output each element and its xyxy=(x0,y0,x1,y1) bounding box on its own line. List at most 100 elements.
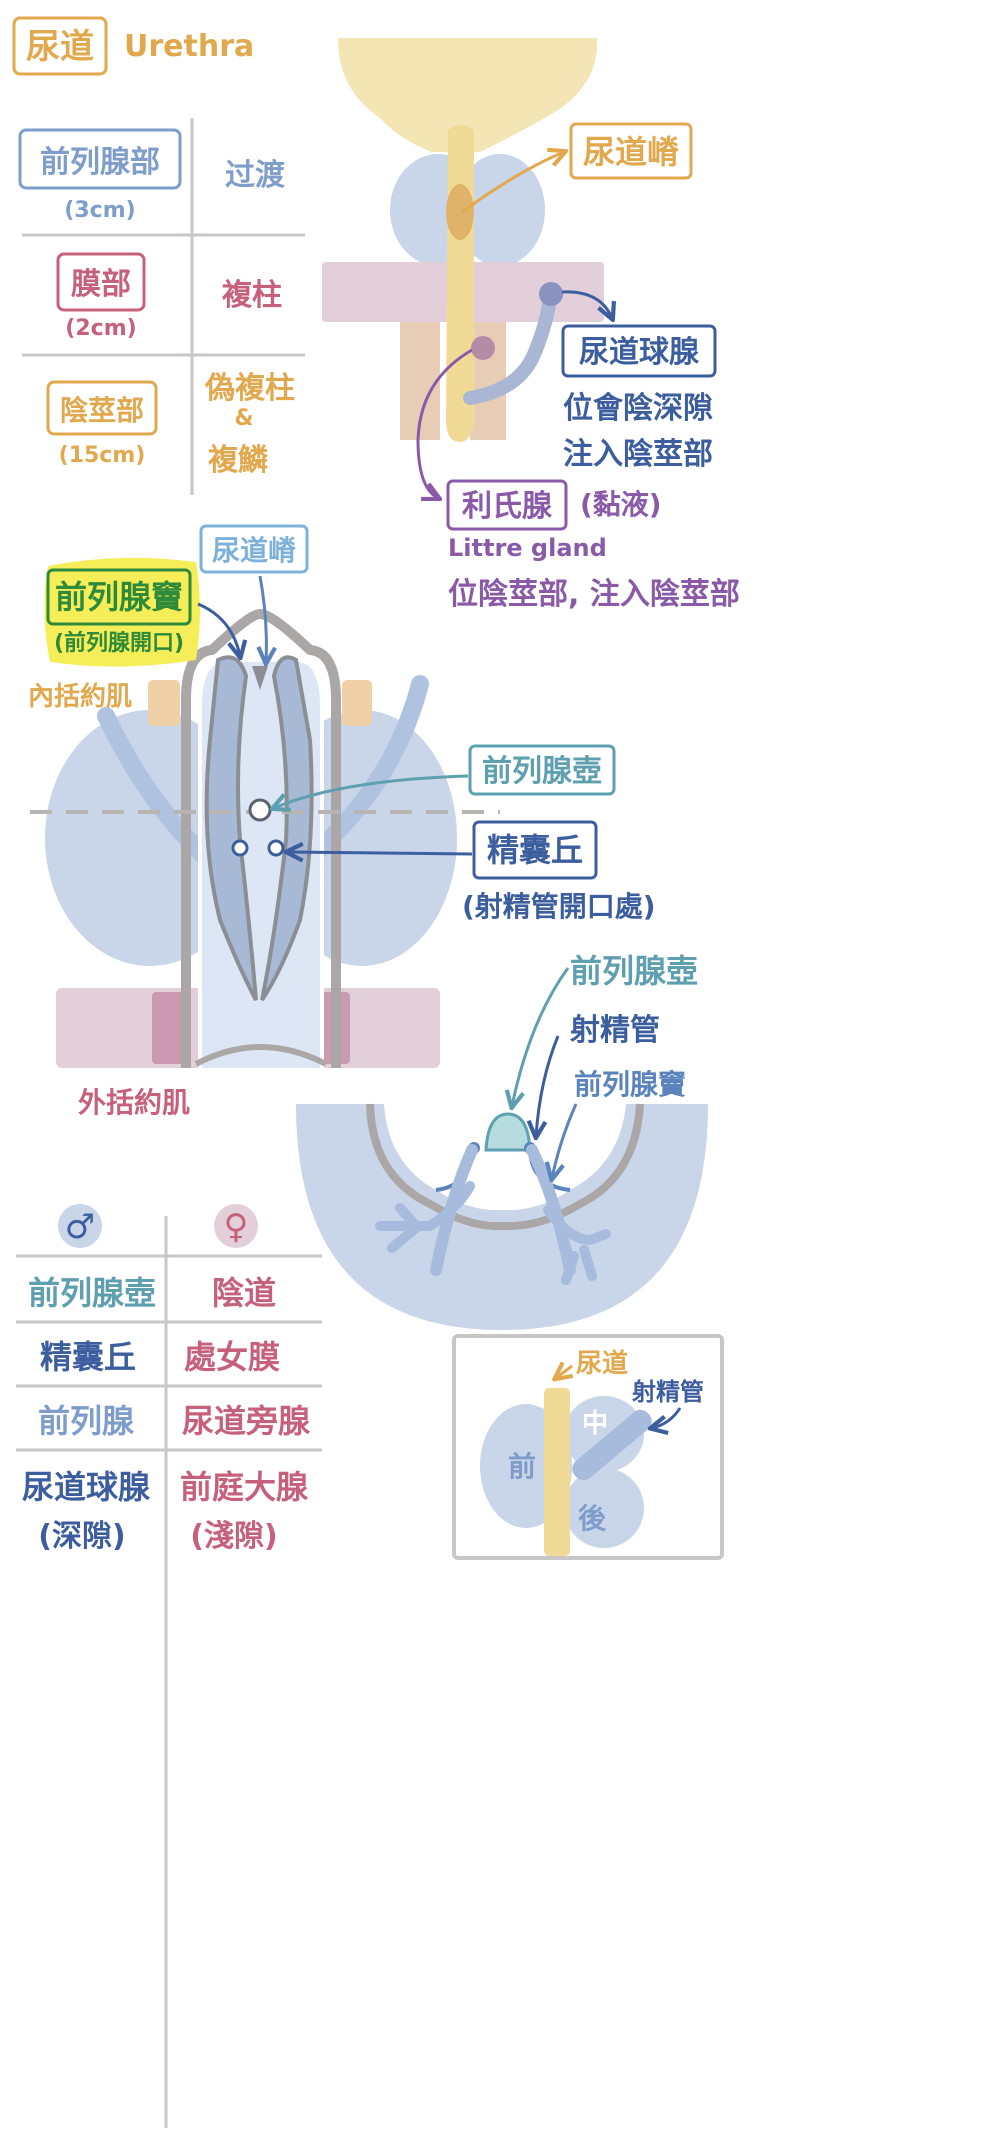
utricle-opening xyxy=(248,798,272,822)
female-row-4b: (淺隙) xyxy=(190,1519,277,1554)
sinus-highlight xyxy=(44,557,200,667)
male-symbol: ♂ xyxy=(65,1207,95,1247)
internal-sphincter-right xyxy=(342,680,372,726)
bulbourethral-gland-dot xyxy=(539,282,563,306)
female-row-2: 處女膜 xyxy=(184,1338,280,1376)
membranous-length: (2cm) xyxy=(65,316,136,341)
external-sphincter-left-dark xyxy=(152,992,186,1064)
utricle-label: 前列腺壺 xyxy=(482,754,602,789)
colliculus-arrow xyxy=(288,852,473,854)
ridge-right xyxy=(260,655,314,1002)
male-row-4b: (深隙) xyxy=(38,1519,125,1554)
cross-urethra-outer xyxy=(366,1103,644,1231)
internal-sphincter-left xyxy=(148,680,180,726)
littre-gland-dot xyxy=(471,336,495,360)
lobes-urethra-label: 尿道 xyxy=(576,1348,628,1379)
lobe-anterior-label: 前 xyxy=(508,1450,536,1483)
littre-desc: 位陰莖部, 注入陰莖部 xyxy=(448,577,740,612)
utricle-box xyxy=(468,744,616,796)
external-sphincter-label: 外括約肌 xyxy=(78,1086,190,1119)
male-row-3: 前列腺 xyxy=(38,1402,135,1440)
title-box xyxy=(12,16,108,76)
lobes-frame xyxy=(452,1334,724,1560)
spongy-length: (15cm) xyxy=(59,443,146,468)
lobes-ejaculatory-label: 射精管 xyxy=(631,1378,704,1406)
cross-sinus-arrow xyxy=(552,1103,578,1178)
female-row-4a: 前庭大腺 xyxy=(180,1468,309,1506)
cross-utricle-arrow xyxy=(512,967,570,1106)
spongy-epithelium-1: 偽複柱 xyxy=(204,371,295,406)
sections-table: 前列腺部 (3cm) 过渡 膜部 (2cm) 複柱 陰莖部 (15cm) 偽複柱… xyxy=(18,118,305,495)
lobe-posterior-label: 後 xyxy=(578,1502,607,1535)
bulbo-arrow xyxy=(561,290,612,318)
cross-utricle-label: 前列腺壺 xyxy=(570,952,698,990)
membranous-box xyxy=(56,252,146,312)
female-row-3: 尿道旁腺 xyxy=(182,1402,311,1440)
utricle-arrow xyxy=(274,774,469,808)
colliculus-label: 精囊丘 xyxy=(487,831,583,869)
littre-label: 利氏腺 xyxy=(462,489,553,524)
lobe-middle-label: 中 xyxy=(582,1409,608,1439)
bulbo-desc-1: 位會陰深隙 xyxy=(563,391,713,426)
sinus-arrow xyxy=(197,602,240,656)
bulbo-label: 尿道球腺 xyxy=(579,335,700,370)
littre-box xyxy=(446,479,568,531)
lobe-posterior xyxy=(564,1468,644,1548)
lobe-middle xyxy=(564,1396,644,1472)
ridge-left xyxy=(204,655,258,1001)
bladder-shape xyxy=(338,38,598,152)
crest-arrow xyxy=(461,152,564,214)
spongy-part-label: 陰莖部 xyxy=(60,394,144,427)
littre-note: (黏液) xyxy=(580,488,662,521)
title: 尿道 Urethra xyxy=(12,16,254,76)
comparison-table: ♂ ♀ 前列腺壺 陰道 精囊丘 處女膜 前列腺 尿道旁腺 尿道球腺 (深隙) 前… xyxy=(16,1204,322,2128)
urethral-floor xyxy=(194,1044,328,1067)
lobes-urethra-arrow xyxy=(556,1366,572,1378)
internal-sphincter-label: 內括約肌 xyxy=(28,681,132,712)
colliculus-sub: (射精管開口處) xyxy=(462,890,656,923)
mid-crest-box xyxy=(199,524,309,574)
prostate-lobes-box: 尿道 射精管 前 中 後 xyxy=(452,1334,724,1560)
colliculus-box xyxy=(472,820,598,880)
sinus-label: 前列腺竇 xyxy=(55,578,183,616)
littre-arrow xyxy=(416,348,473,498)
gland-tree-right xyxy=(543,1205,611,1285)
crest-label: 尿道嵴 xyxy=(583,133,680,171)
female-symbol-bg xyxy=(214,1204,258,1248)
spongy-epithelium-2: & xyxy=(234,406,253,431)
female-symbol: ♀ xyxy=(224,1207,249,1247)
prostatic-part-label: 前列腺部 xyxy=(40,145,160,180)
bulbo-desc-2: 注入陰莖部 xyxy=(563,437,713,472)
lobes-ejaculatory-duct xyxy=(572,1409,652,1481)
bulbo-box xyxy=(561,324,717,378)
male-row-1: 前列腺壺 xyxy=(28,1274,156,1312)
lobes-ejaculatory-arrow xyxy=(652,1407,682,1428)
prostatic-length: (3cm) xyxy=(64,198,135,223)
cross-section-diagram: 前列腺壺 射精管 前列腺竇 xyxy=(296,952,708,1330)
urethral-crest-spot xyxy=(446,184,474,240)
lobes-urethra xyxy=(544,1388,570,1556)
ejaculatory-opening-right xyxy=(267,839,285,857)
top-urethra-diagram: 尿道嵴 尿道球腺 位會陰深隙 注入陰莖部 利氏腺 (黏液) Littre gla… xyxy=(322,38,740,612)
cross-ejaculatory-label: 射精管 xyxy=(570,1013,660,1048)
title-chinese: 尿道 xyxy=(26,27,94,67)
male-row-2: 精囊丘 xyxy=(40,1338,136,1376)
membranous-epithelium: 複柱 xyxy=(222,278,282,313)
prostate-right xyxy=(455,154,545,266)
male-symbol-bg xyxy=(58,1204,102,1248)
gland-tree-left xyxy=(375,1181,475,1253)
spongy-box xyxy=(46,380,158,436)
crest-wedge xyxy=(252,666,268,690)
spongy-epithelium-3: 複鱗 xyxy=(208,443,268,478)
mid-crest-arrow xyxy=(260,575,266,662)
prostatic-box xyxy=(18,128,182,190)
male-row-4a: 尿道球腺 xyxy=(22,1468,151,1506)
prostatic-epithelium: 过渡 xyxy=(225,158,286,193)
membranous-part-label: 膜部 xyxy=(71,267,131,302)
cross-ejaculatory-arrow xyxy=(536,1035,560,1136)
ejaculatory-opening-left xyxy=(231,839,249,857)
bulbourethral-duct xyxy=(463,289,557,405)
prostatic-urethra-diagram: 前列腺竇 (前列腺開口) 尿道嵴 內括約肌 前列腺壺 精囊丘 (射精管開口處) … xyxy=(28,524,656,1119)
mid-crest-label: 尿道嵴 xyxy=(212,534,297,567)
